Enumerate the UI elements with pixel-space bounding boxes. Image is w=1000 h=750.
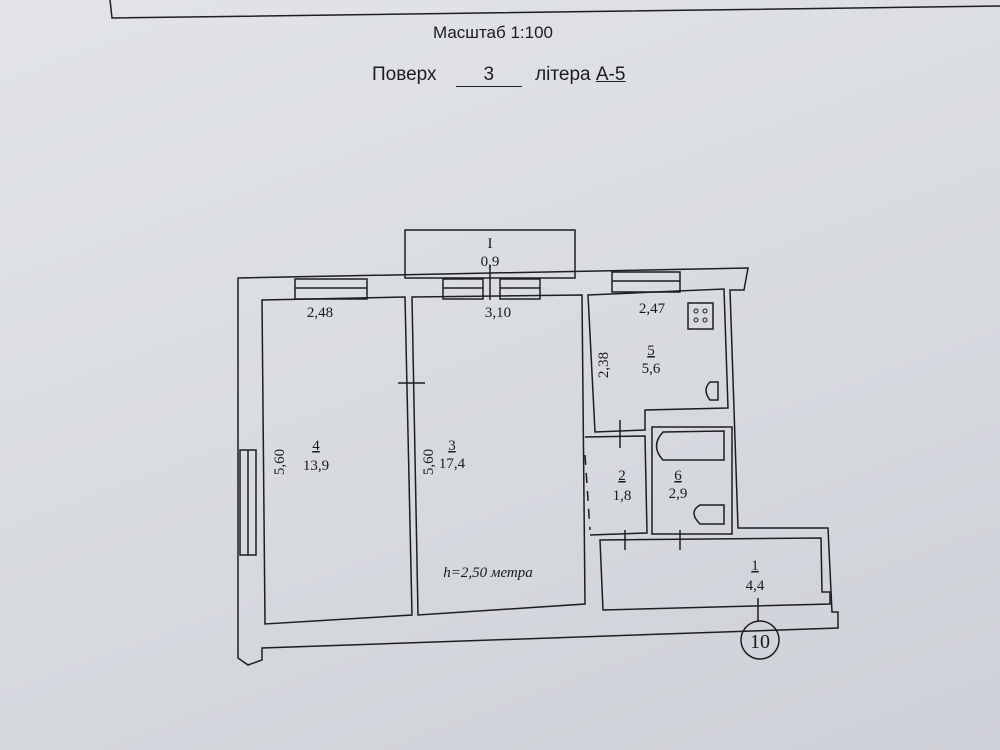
room-number: 1 (751, 558, 759, 574)
room-number: I (488, 236, 493, 252)
toilet-icon (693, 504, 725, 525)
floor-value: 3 (455, 64, 522, 87)
dimension: 2,38 (596, 352, 612, 378)
frame-border (109, 0, 1000, 19)
sink-icon (705, 381, 719, 401)
room-area: 0,9 (481, 254, 500, 270)
dimension: 2,48 (307, 305, 333, 321)
room-number: 5 (647, 343, 655, 359)
apartment-number-circle (740, 620, 780, 660)
room-area: 1,8 (613, 488, 632, 504)
room-3 (411, 294, 586, 616)
stove-icon (687, 302, 714, 330)
room-6 (651, 426, 733, 535)
room-1 (599, 537, 831, 611)
dimension: 5,60 (421, 449, 437, 475)
dimension: 3,10 (485, 305, 511, 321)
apartment-number: 10 (750, 631, 770, 653)
room-4 (261, 296, 413, 625)
room-number: 6 (674, 468, 682, 484)
scale-label: Масштаб 1:100 (433, 23, 553, 42)
room-area: 2,9 (669, 486, 688, 502)
room-number: 3 (448, 438, 456, 454)
room-area: 17,4 (439, 456, 466, 472)
opening (584, 454, 591, 531)
floor-label: Поверх (372, 64, 437, 85)
dimension: 2,47 (639, 301, 666, 317)
room-2 (584, 435, 648, 536)
room-area: 4,4 (746, 578, 765, 594)
ceiling-height: h=2,50 метра (443, 565, 533, 581)
room-5 (587, 288, 729, 433)
room-area: 13,9 (303, 458, 329, 474)
dimension: 5,60 (272, 449, 288, 475)
outer-wall (237, 267, 839, 666)
room-number: 2 (618, 468, 626, 484)
room-number: 4 (312, 438, 320, 454)
letter-value: А-5 (595, 64, 626, 85)
bathtub-icon (655, 430, 725, 461)
room-area: 5,6 (642, 361, 661, 377)
window (239, 271, 681, 556)
floor-line: Поверх 3 літера А-5 (372, 64, 625, 87)
letter-label: літера (535, 64, 591, 85)
